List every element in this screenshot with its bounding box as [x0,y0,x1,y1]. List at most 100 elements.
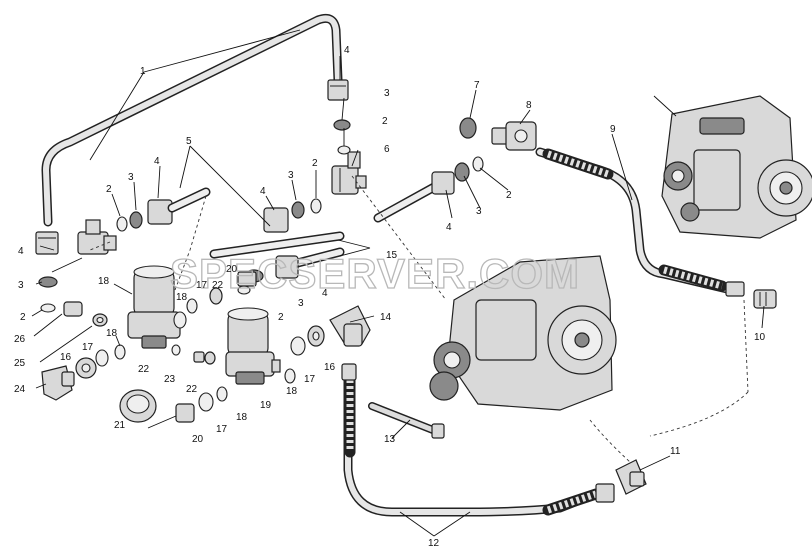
callout-23: 23 [164,374,176,385]
tube-15-right [373,181,441,223]
washer-2-left [40,303,56,313]
callout-22-mid: 22 [138,364,150,375]
callout-3-mid: 3 [288,170,294,181]
callout-10: 10 [754,332,766,343]
callout-4-top: 4 [344,45,350,56]
callout-15: 15 [386,250,398,261]
callout-2-far-left: 2 [20,312,26,323]
tube-5 [167,187,211,213]
fitting-8 [491,121,537,151]
nut-4-c [275,255,299,279]
callout-2-right: 2 [506,190,512,201]
washer-17-a [186,298,198,314]
callout-2-valve: 2 [278,312,284,323]
callout-3-right: 3 [476,206,482,217]
callout-6: 6 [384,144,390,155]
washer-3-top [333,119,351,131]
callout-19: 19 [260,400,272,411]
elbow-24 [41,365,75,401]
callout-17-low: 17 [216,424,228,435]
leader-lines [31,29,765,537]
callout-labels: 1 4 3 2 6 5 4 3 2 4 3 2 7 8 9 2 3 4 15 4… [14,45,766,549]
tee-fitting-left [51,219,117,273]
ring-25 [92,313,108,327]
callout-4-valve: 4 [322,288,328,299]
nut-4-top [327,79,349,101]
callout-20-low: 20 [192,434,204,445]
callout-14: 14 [380,312,392,323]
callout-7: 7 [474,80,480,91]
callout-11: 11 [670,446,681,457]
cap-21 [119,389,157,423]
ring-22-c [204,351,216,365]
bolt-13 [368,402,445,439]
callout-2-mid: 2 [312,158,318,169]
nut-4-b [147,199,173,225]
ring-22-a [209,287,223,305]
washer-2-a [116,216,128,232]
callout-18-top: 18 [176,292,188,303]
callout-4-right: 4 [446,222,452,233]
washer-17-left [95,349,109,367]
washer-18-left [114,344,126,360]
washer-2-right [472,156,484,172]
washer-17-low [198,392,214,412]
callout-12: 12 [428,538,440,549]
pipe-12 [341,363,615,517]
washer-3-left [38,276,58,288]
callout-2-left: 2 [106,184,112,195]
elbow-11 [615,459,647,495]
ring-23 [193,351,205,363]
callout-4-mid: 4 [260,186,266,197]
solenoid-valve-19 [225,307,281,385]
callout-5: 5 [186,136,192,147]
washer-3-a [129,211,143,229]
washer-18-low [216,386,228,402]
callout-13: 13 [384,434,396,445]
washer-7 [459,117,477,139]
washer-18-a [173,311,187,329]
callout-18-low: 18 [236,412,248,423]
plug-20-top [237,271,257,287]
nut-4-right [431,171,455,195]
callout-3-left: 3 [128,172,134,183]
callout-2-top: 2 [382,116,388,127]
nut-4-left [35,231,59,255]
washer-22-b [171,344,181,356]
watermark: SPECSERVER.COM [170,250,580,297]
callout-17-top: 17 [196,280,208,291]
callout-17-left: 17 [82,342,94,353]
callout-25: 25 [14,358,26,369]
callout-16-right: 16 [324,362,336,373]
callout-18-right: 18 [286,386,298,397]
callout-4-left: 4 [154,156,160,167]
gearbox-lower [429,255,617,411]
solenoid-valve-18-left [127,265,181,349]
callout-3-top: 3 [384,88,390,99]
callout-24: 24 [14,384,26,395]
callout-3-far-left: 3 [18,280,24,291]
callout-1: 1 [140,66,146,77]
hose-9 [535,147,745,297]
washer-3-right [454,162,470,182]
washer-3-mid [291,201,305,219]
nipple-10 [753,289,777,309]
callout-18-mid: 18 [106,328,118,339]
callout-22-top: 22 [212,280,224,291]
callout-26: 26 [14,334,26,345]
callout-17-right: 17 [304,374,316,385]
washer-2-top [337,145,351,155]
ring-16-right [307,325,325,347]
washer-2-mid [310,198,322,214]
nut-4-mid [263,207,289,233]
callout-20-top: 20 [226,264,238,275]
callout-18-left: 18 [98,276,110,287]
gearbox-upper [661,95,812,239]
callout-4-far-left: 4 [18,246,24,257]
nut-26 [63,301,83,317]
callout-21: 21 [114,420,126,431]
washer-17-right [290,336,306,356]
callout-16-left: 16 [60,352,72,363]
